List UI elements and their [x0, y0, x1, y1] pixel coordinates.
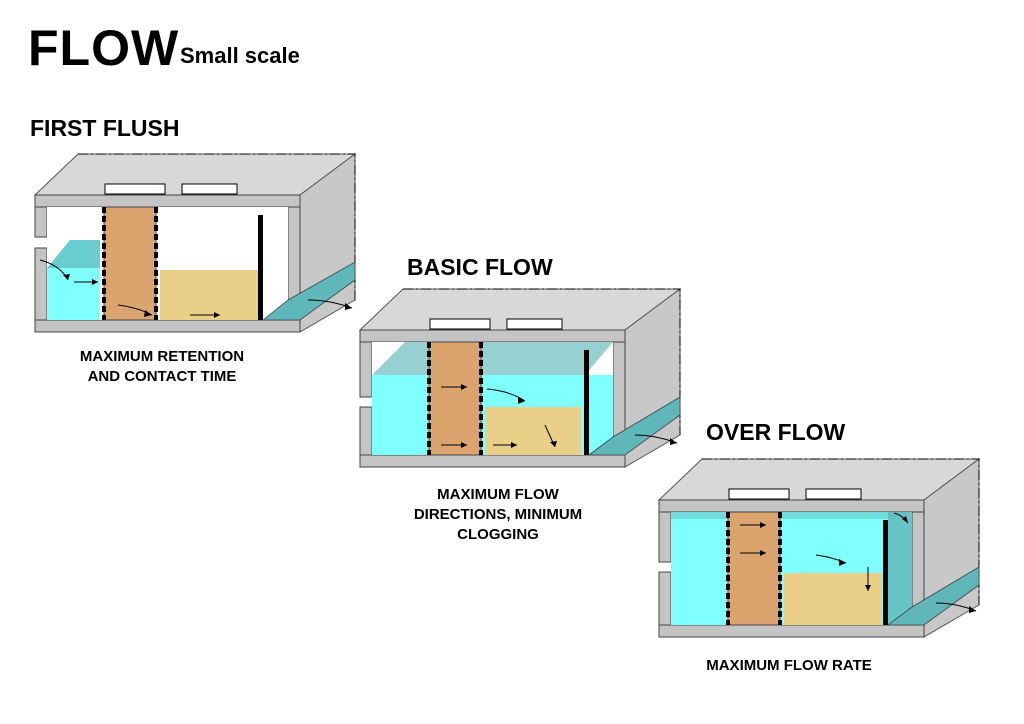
page-title: FLOW — [28, 20, 180, 76]
caption-over-flow: MAXIMUM FLOW RATE — [706, 657, 872, 674]
caption-first-flush: MAXIMUM RETENTION AND CONTACT TIME — [79, 348, 245, 385]
caption-basic-flow: MAXIMUM FLOW DIRECTIONS, MINIMUM CLOGGIN… — [413, 486, 583, 543]
stage-title-basic-flow: BASIC FLOW — [407, 254, 553, 280]
tank-body — [657, 458, 981, 638]
tank-basic-flow — [358, 288, 682, 468]
tank-first-flush — [33, 153, 357, 333]
stage-title-over-flow: OVER FLOW — [706, 419, 846, 445]
page-subtitle: Small scale — [180, 43, 300, 68]
tank-body — [358, 288, 682, 468]
tank-over-flow — [657, 458, 981, 638]
tank-body — [33, 153, 357, 333]
stage-title-first-flush: FIRST FLUSH — [30, 115, 180, 141]
